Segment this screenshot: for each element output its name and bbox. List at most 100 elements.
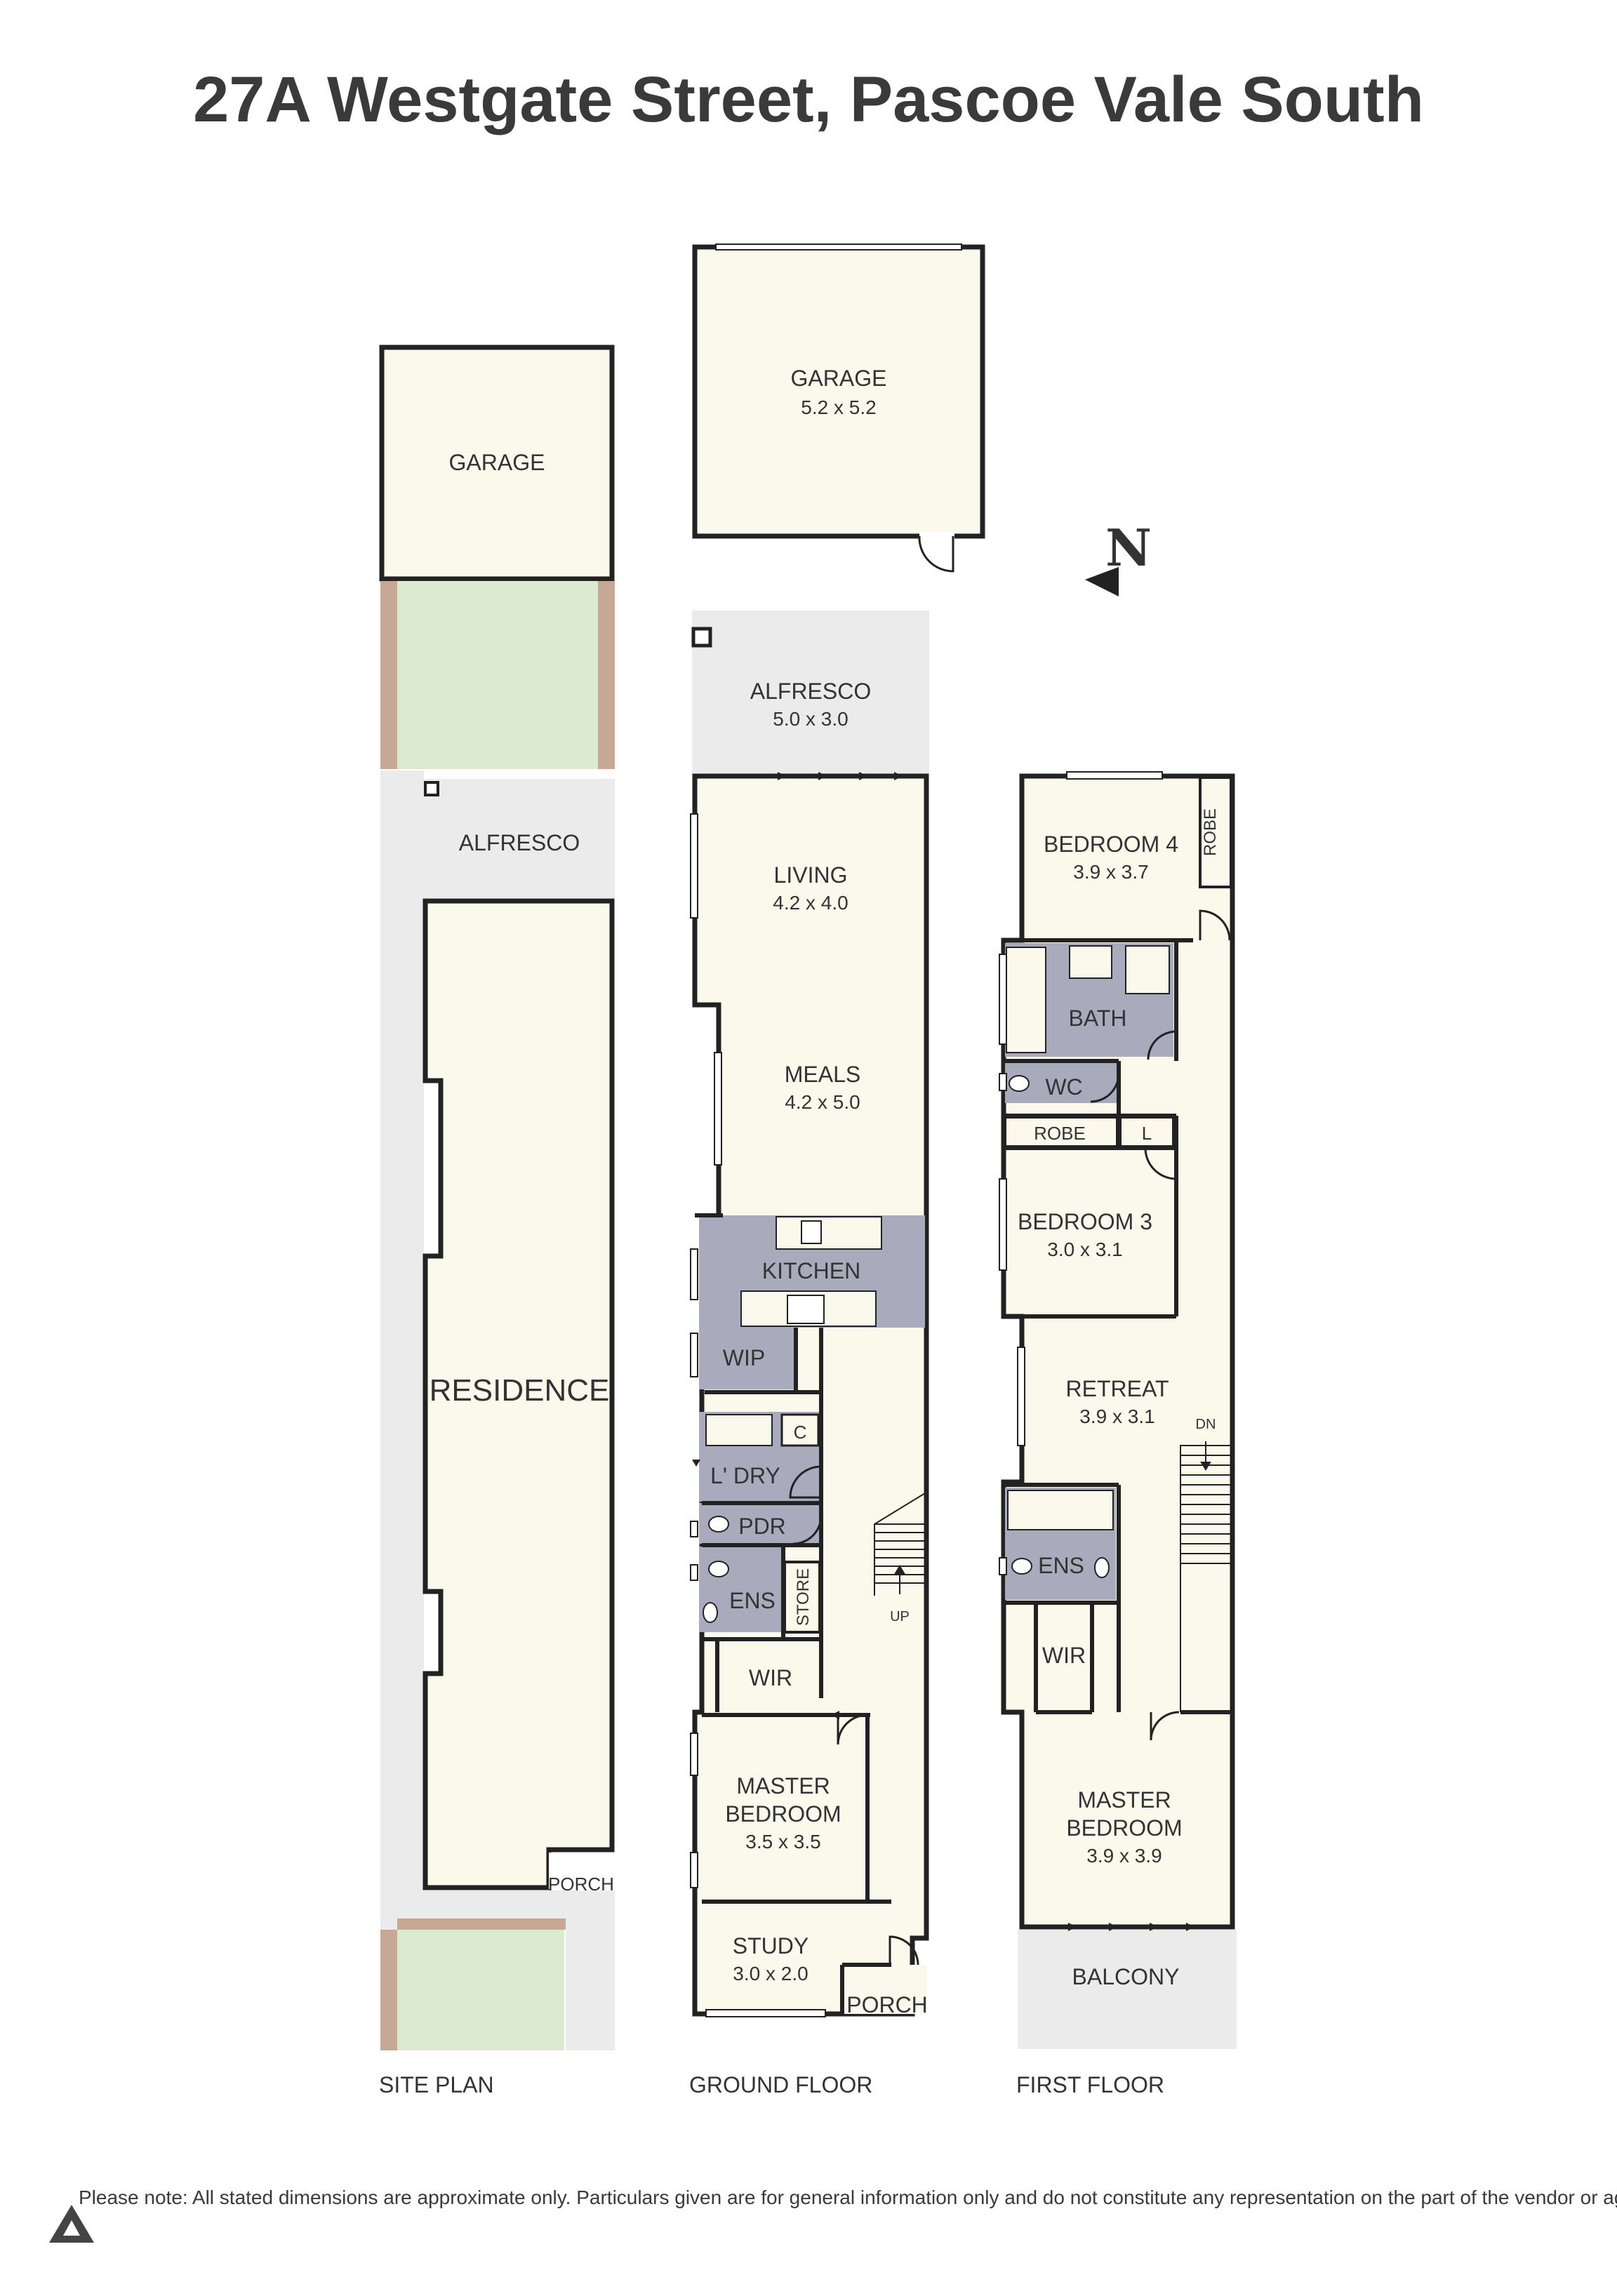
gf-laundry-bench: [705, 1414, 773, 1446]
site-front-lawn: [397, 1930, 564, 2050]
ff-ens-basin-icon: [1094, 1557, 1110, 1578]
ff-retreat-size: 3.9 x 3.1: [1079, 1406, 1154, 1427]
compass-arrow-icon: [1085, 567, 1119, 596]
gf-garage-label: GARAGE: [791, 366, 887, 391]
ff-robe-label: ROBE: [1034, 1123, 1086, 1144]
gf-stairs-up-label: UP: [890, 1609, 910, 1624]
site-porch-area: [549, 1853, 613, 1889]
gf-alfresco-post: [691, 627, 712, 648]
gf-garage: [692, 244, 985, 539]
gf-cooktop-icon: [787, 1295, 825, 1324]
site-path-front: [424, 1890, 615, 1918]
ff-wc-door-swing: [1090, 1073, 1120, 1103]
gf-cupboard-label: C: [794, 1422, 807, 1443]
ff-ens-toilet-icon: [1011, 1558, 1032, 1575]
gf-porch: [842, 1965, 926, 2014]
site-porch-label: PORCH: [548, 1874, 614, 1895]
ff-bed3-label: BEDROOM 3: [1018, 1209, 1152, 1234]
compass: N: [1085, 518, 1152, 596]
ff-bed3-door-swing: [1144, 1147, 1177, 1180]
gf-master-size: 3.5 x 3.5: [745, 1831, 820, 1853]
ff-balcony: [1018, 1930, 1237, 2049]
ff-wc-label: WC: [1045, 1074, 1082, 1100]
ff-stairs-down-label: DN: [1196, 1417, 1216, 1432]
first-floor-caption: FIRST FLOOR: [1016, 2072, 1164, 2097]
gf-kitchen-sink-bench: [776, 1216, 882, 1250]
ff-bed4-label: BEDROOM 4: [1044, 832, 1178, 857]
gf-ens-toilet-icon: [708, 1561, 729, 1577]
site-side-path: [380, 770, 424, 1921]
site-residence-label: RESIDENCE: [430, 1373, 610, 1408]
ground-floor: GARAGE 5.2 x 5.2 ALFRESCO 5.0 x 3.0 LIVI…: [689, 243, 985, 2097]
ff-wir-label: WIR: [1042, 1643, 1086, 1668]
ff-balcony-label: BALCONY: [1072, 1964, 1180, 1989]
gf-garage-size: 5.2 x 5.2: [801, 396, 876, 418]
site-residence: [422, 898, 615, 1890]
site-fence-front-left: [380, 1930, 397, 2050]
gf-meals-size: 4.2 x 5.0: [785, 1091, 860, 1113]
ff-bath-door-swing: [1147, 1030, 1177, 1060]
ff-bath-shower: [1125, 945, 1170, 994]
ff-ens-bath: [1007, 1490, 1114, 1530]
gf-alfresco-size: 5.0 x 3.0: [773, 708, 848, 730]
compass-north-label: N: [1105, 518, 1152, 578]
gf-interior-walls: [695, 1213, 891, 2014]
gf-garage-door: [715, 243, 962, 251]
page-title: 27A Westgate Street, Pascoe Vale South: [193, 64, 1424, 135]
gf-pdr-door-swing: [792, 1515, 823, 1545]
gf-living-label: LIVING: [774, 862, 848, 888]
first-floor: BEDROOM 4 3.9 x 3.7 ROBE BATH WC ROBE L …: [999, 771, 1237, 2097]
gf-windows: [690, 813, 826, 2017]
ff-bed3-size: 3.0 x 3.1: [1047, 1239, 1122, 1260]
gf-ens-label: ENS: [729, 1588, 776, 1613]
site-fence-front: [397, 1918, 566, 1930]
gf-ens-basin-icon: [703, 1602, 718, 1623]
gf-house: [692, 773, 929, 2017]
gf-pdr-toilet-icon: [708, 1516, 729, 1533]
site-side-path-front: [380, 1890, 397, 1930]
site-plan-caption: SITE PLAN: [379, 2072, 494, 2097]
ff-ens-label: ENS: [1038, 1553, 1084, 1578]
site-back-lawn: [397, 581, 598, 769]
gf-wip: [699, 1328, 796, 1389]
gf-wir-label: WIR: [749, 1665, 792, 1690]
site-alfresco-post: [424, 781, 439, 796]
gf-cupboard: [780, 1413, 820, 1447]
gf-sink-icon: [801, 1220, 822, 1244]
gf-wip-label: WIP: [723, 1345, 765, 1370]
brand-logo-icon: [49, 2205, 94, 2243]
gf-study-label: STUDY: [733, 1933, 808, 1958]
gf-porch-label: PORCH: [846, 1992, 928, 2017]
site-fence-left: [380, 581, 397, 769]
gf-garage-side-door-gap: [919, 532, 954, 539]
ff-wc-toilet-icon: [1009, 1075, 1030, 1092]
ff-robe-vertical-label: ROBE: [1201, 808, 1220, 856]
site-fence-right: [598, 581, 615, 769]
gf-store: [783, 1561, 821, 1634]
gf-store-label: STORE: [794, 1568, 813, 1626]
site-plan: GARAGE ALFRESCO RESIDENCE PORCH SITE PLA…: [379, 345, 615, 2097]
site-alfresco: [424, 779, 615, 898]
ff-sliding-door-markers: [1068, 1923, 1195, 1931]
gf-study-size: 3.0 x 2.0: [733, 1963, 808, 1984]
gf-living-size: 4.2 x 4.0: [773, 892, 848, 914]
ff-master-size: 3.9 x 3.9: [1086, 1845, 1162, 1867]
site-alfresco-label: ALFRESCO: [459, 830, 580, 855]
site-driveway: [566, 1918, 615, 2050]
ff-master-door-swing: [1150, 1711, 1180, 1741]
gf-porch-door-swing: [889, 1935, 919, 1965]
ff-windows: [999, 771, 1163, 1575]
ff-bed4-size: 3.9 x 3.7: [1073, 861, 1148, 883]
ff-retreat-label: RETREAT: [1066, 1376, 1169, 1401]
gf-ldry-door-swing: [789, 1465, 822, 1499]
gf-master-label-line1: MASTER: [736, 1773, 830, 1798]
site-garage-label: GARAGE: [449, 450, 545, 475]
gf-laundry-label: L' DRY: [710, 1463, 780, 1488]
ff-stairs: [1180, 1441, 1232, 1712]
gf-sliding-door-markers: [692, 772, 903, 1719]
site-garage: [379, 345, 615, 582]
ff-bath-vanity: [1069, 945, 1112, 979]
gf-master-door-swing: [837, 1714, 868, 1745]
gf-pdr-label: PDR: [738, 1514, 786, 1539]
gf-kitchen-label: KITCHEN: [762, 1258, 860, 1283]
